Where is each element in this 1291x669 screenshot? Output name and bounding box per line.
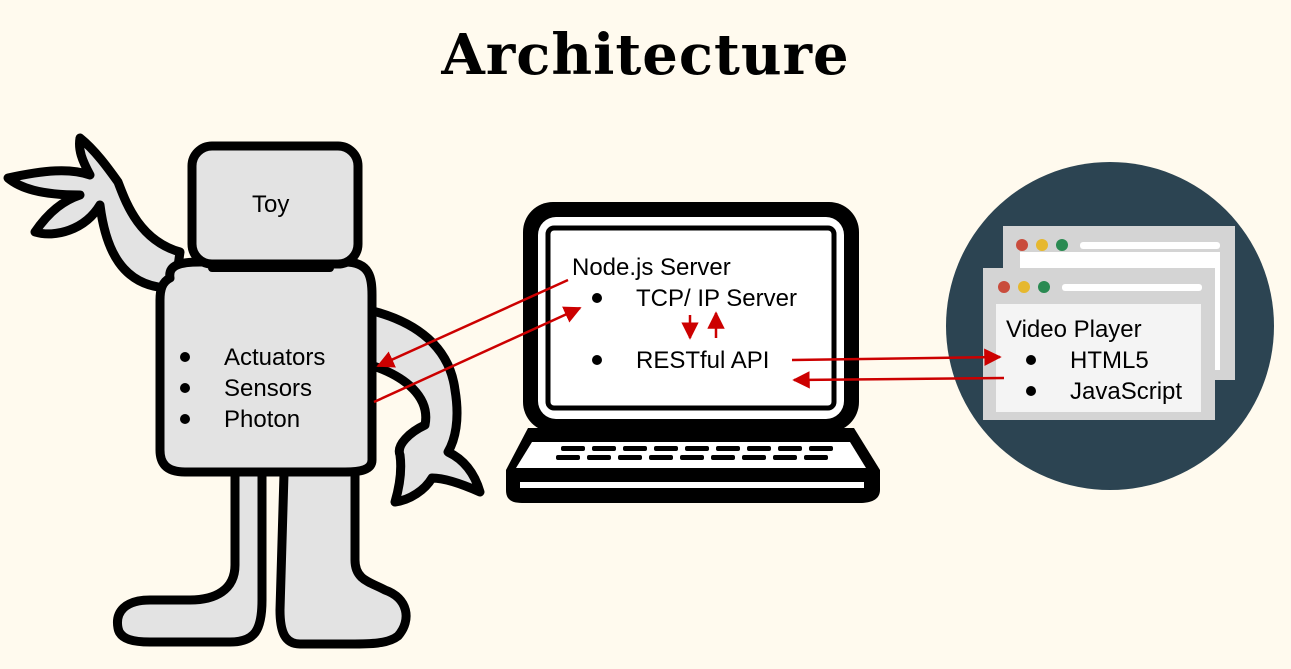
bullet-icon [592,354,602,365]
player-item-text: JavaScript [1070,378,1183,405]
bullet-icon [180,351,190,362]
bullet-icon [1026,385,1036,396]
arrow-server-to-toy [376,278,569,368]
page-title: Architecture [441,22,850,88]
arrow-api-to-player [791,348,1002,366]
bullet-icon [180,382,190,393]
bullet-icon [592,292,602,303]
arrow-toy-to-server [373,306,582,404]
server-item-tcp: TCP/ IP Server [592,287,797,311]
server-item-text: TCP/ IP Server [636,285,797,312]
player-item-text: HTML5 [1070,347,1149,374]
bullet-icon [180,413,190,424]
toy-item-sensors: Sensors [180,377,312,401]
player-item-js: JavaScript [1026,380,1182,404]
toy-item-text: Sensors [224,375,313,402]
toy-item-actuators: Actuators [180,346,325,370]
player-label: Video Player [1006,316,1142,343]
browser-windows-icon [946,162,1274,490]
arrow-player-to-api [792,371,1005,389]
toy-item-text: Actuators [224,344,326,371]
toy-item-text: Photon [224,406,301,433]
bullet-icon [1026,354,1036,365]
server-label: Node.js Server [572,254,731,281]
toy-label: Toy [252,191,290,218]
server-item-rest: RESTful API [592,349,769,373]
server-item-text: RESTful API [636,347,770,374]
player-item-html5: HTML5 [1026,349,1149,373]
toy-item-photon: Photon [180,408,300,432]
